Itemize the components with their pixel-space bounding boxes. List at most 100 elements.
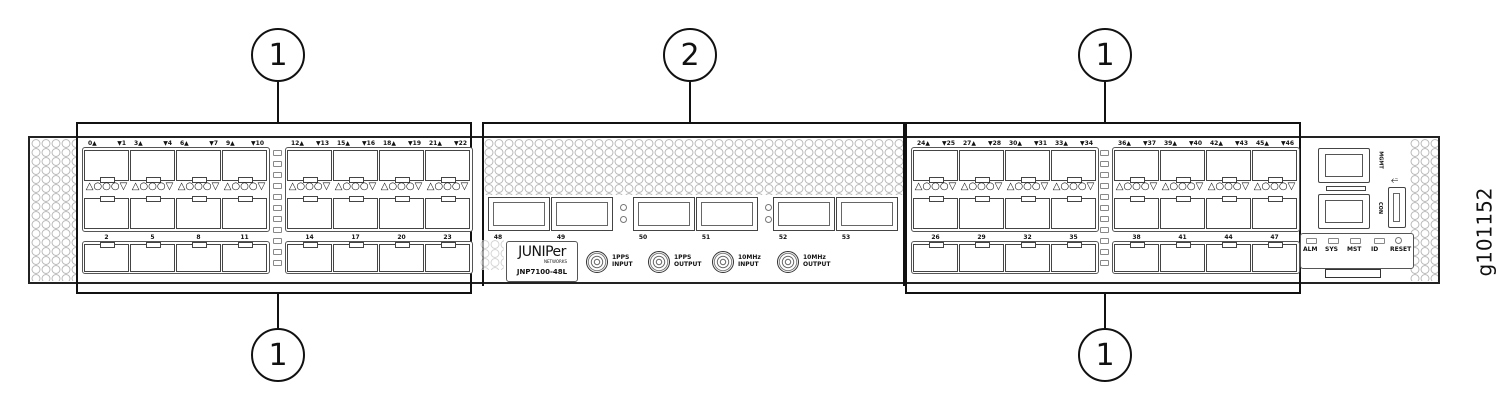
led-indicator	[273, 227, 282, 233]
port-label-down: ▼1	[117, 140, 126, 147]
model-label: JNP7100-48L	[516, 268, 568, 276]
console-rj45-port[interactable]	[1318, 194, 1370, 229]
qsfp-port[interactable]	[551, 197, 613, 231]
qsfp-port[interactable]	[836, 197, 898, 231]
status-led	[1350, 238, 1361, 244]
sfp-port[interactable]	[1005, 196, 1050, 229]
sfp-port[interactable]	[1206, 242, 1251, 272]
sfp-port[interactable]	[1206, 150, 1251, 183]
led-indicator	[1100, 183, 1109, 189]
qsfp-port[interactable]	[773, 197, 835, 231]
port-label-down: ▼34	[1080, 140, 1093, 147]
sfp-port[interactable]	[130, 196, 175, 229]
sfp-port[interactable]	[176, 150, 221, 183]
sfp-port[interactable]	[287, 150, 332, 183]
port-status-leds: △○○○▽	[426, 181, 469, 192]
sfp-port[interactable]	[913, 150, 958, 183]
bnc-label-line2: INPUT	[738, 261, 759, 268]
sfp-port[interactable]	[84, 196, 129, 229]
port-label-down: ▼25	[942, 140, 955, 147]
sfp-port[interactable]	[130, 150, 175, 183]
sfp-port[interactable]	[425, 150, 470, 183]
sfp-port[interactable]	[425, 242, 470, 272]
qsfp-port-label: 53	[841, 234, 851, 241]
bnc-connector[interactable]	[648, 251, 670, 273]
port-label-down: ▼31	[1034, 140, 1047, 147]
sfp-port[interactable]	[1051, 150, 1096, 183]
callout-1-left-top: 1	[251, 28, 305, 82]
callout-1-right-top: 1	[1078, 28, 1132, 82]
sfp-port[interactable]	[1252, 150, 1297, 183]
sfp-port[interactable]	[959, 150, 1004, 183]
figure-id: g101152	[1472, 187, 1497, 277]
sfp-port[interactable]	[425, 196, 470, 229]
sfp-port[interactable]	[333, 196, 378, 229]
sfp-port[interactable]	[1114, 150, 1159, 183]
sfp-port[interactable]	[379, 196, 424, 229]
sfp-port[interactable]	[1005, 150, 1050, 183]
sfp-port[interactable]	[333, 242, 378, 272]
qsfp-port[interactable]	[488, 197, 550, 231]
sfp-port[interactable]	[130, 242, 175, 272]
status-led-label: MST	[1347, 246, 1362, 253]
qsfp-port-label: 51	[701, 234, 711, 241]
port-label-down: ▼16	[362, 140, 375, 147]
port-status-leds: △○○○▽	[288, 181, 331, 192]
mgmt-port-label: MGMT	[1377, 151, 1384, 169]
status-led	[1374, 238, 1385, 244]
reset-button[interactable]	[1395, 237, 1402, 244]
port-label: 44	[1224, 234, 1233, 241]
bnc-connector[interactable]	[586, 251, 608, 273]
sfp-port[interactable]	[222, 150, 267, 183]
bnc-label-line1: 1PPS	[612, 254, 630, 261]
port-label-up: 15▲	[337, 140, 350, 147]
sfp-port[interactable]	[333, 150, 378, 183]
port-label-up: 36▲	[1118, 140, 1131, 147]
callout-bracket-right	[905, 122, 1301, 294]
port-label-down: ▼22	[454, 140, 467, 147]
mgmt-rj45-port[interactable]	[1318, 148, 1370, 183]
port-label-down: ▼19	[408, 140, 421, 147]
sfp-port[interactable]	[84, 242, 129, 272]
port-status-leds: △○○○▽	[334, 181, 377, 192]
port-label-up: 39▲	[1164, 140, 1177, 147]
juniper-logo-plate: JUNIPer NETWORKS JNP7100-48L	[506, 241, 578, 282]
port-status-leds: △○○○▽	[1161, 181, 1204, 192]
sfp-port[interactable]	[287, 242, 332, 272]
sfp-port[interactable]	[1005, 242, 1050, 272]
qsfp-port[interactable]	[633, 197, 695, 231]
sfp-port[interactable]	[1051, 196, 1096, 229]
sfp-port[interactable]	[84, 150, 129, 183]
bnc-connector[interactable]	[712, 251, 734, 273]
sfp-port[interactable]	[287, 196, 332, 229]
sfp-port[interactable]	[222, 196, 267, 229]
sfp-port[interactable]	[176, 242, 221, 272]
sfp-port[interactable]	[379, 242, 424, 272]
port-label-down: ▼7	[209, 140, 218, 147]
sfp-port[interactable]	[379, 150, 424, 183]
usb-port[interactable]	[1388, 187, 1406, 228]
sfp-port[interactable]	[1051, 242, 1096, 272]
sfp-port[interactable]	[176, 196, 221, 229]
sfp-port[interactable]	[1114, 242, 1159, 272]
vent-grille-left	[31, 139, 76, 281]
port-status-leds: △○○○▽	[380, 181, 423, 192]
pull-tab[interactable]	[1325, 269, 1381, 278]
sfp-port[interactable]	[1114, 196, 1159, 229]
sfp-port[interactable]	[1160, 242, 1205, 272]
sfp-port[interactable]	[1206, 196, 1251, 229]
sfp-port[interactable]	[913, 242, 958, 272]
port-label: 5	[150, 234, 155, 241]
port-status-leds: △○○○▽	[960, 181, 1003, 192]
sfp-port[interactable]	[913, 196, 958, 229]
bnc-connector[interactable]	[777, 251, 799, 273]
sfp-port[interactable]	[1252, 242, 1297, 272]
led-indicator	[1100, 238, 1109, 244]
sfp-port[interactable]	[1160, 196, 1205, 229]
sfp-port[interactable]	[959, 196, 1004, 229]
sfp-port[interactable]	[959, 242, 1004, 272]
sfp-port[interactable]	[1252, 196, 1297, 229]
sfp-port[interactable]	[1160, 150, 1205, 183]
qsfp-port[interactable]	[696, 197, 758, 231]
sfp-port[interactable]	[222, 242, 267, 272]
